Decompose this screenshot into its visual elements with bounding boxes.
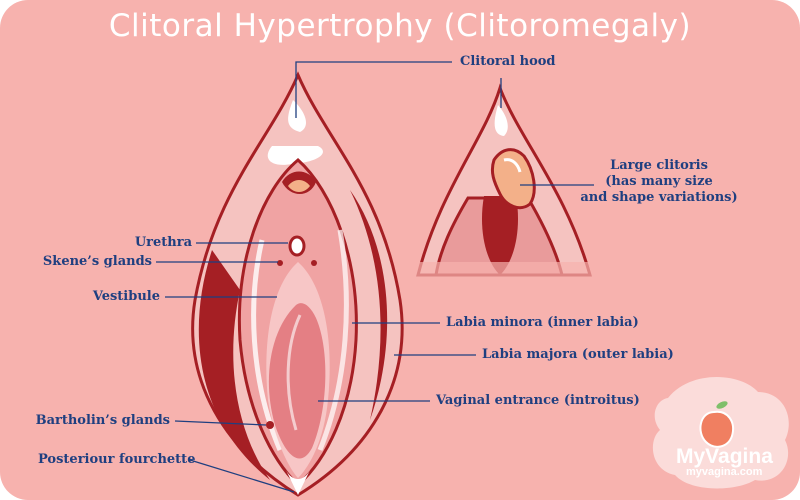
label-labia-minora: Labia minora (inner labia) xyxy=(446,315,639,330)
logo-name: MyVagina xyxy=(676,445,773,468)
label-labia-majora: Labia majora (outer labia) xyxy=(482,347,674,362)
introitus-highlight xyxy=(286,314,302,431)
hood-highlight xyxy=(288,100,306,132)
label-bartholins-glands: Bartholin’s glands xyxy=(35,413,170,428)
line-bartholins-glands xyxy=(174,420,267,426)
myvagina-logo xyxy=(652,376,789,489)
inset-hood-highlight xyxy=(494,105,508,136)
label-vestibule: Vestibule xyxy=(92,289,160,304)
inset-illustration xyxy=(410,83,600,292)
main-vulva-illustration xyxy=(191,71,404,497)
label-large-clitoris-line2: (has many size xyxy=(605,174,713,189)
posterior-fourchette-shape xyxy=(286,470,310,495)
inner-right-edge xyxy=(317,229,349,451)
label-large-clitoris-line3: and shape variations) xyxy=(580,190,738,205)
bartholins-gland-dot xyxy=(266,421,274,429)
label-large-clitoris: Large clitoris (has many size and shape … xyxy=(574,158,744,206)
inset-dark-core xyxy=(481,196,519,275)
clitoris-glans xyxy=(288,180,310,192)
label-clitoral-hood: Clitoral hood xyxy=(460,54,556,69)
peach-leaf-icon xyxy=(716,401,728,409)
inset-fade xyxy=(410,262,600,292)
label-posterior-fourchette: Posteriour fourchette xyxy=(38,452,196,467)
label-skenes-glands: Skene’s glands xyxy=(42,254,152,269)
peach-icon xyxy=(699,410,734,448)
line-clitoral-hood-main xyxy=(295,61,452,118)
right-outer-fold xyxy=(350,190,388,420)
vaginal-entrance-shape xyxy=(268,303,326,459)
left-outer-fold xyxy=(198,250,270,480)
label-large-clitoris-line1: Large clitoris xyxy=(610,158,708,173)
diagram-title: Clitoral Hypertrophy (Clitoromegaly) xyxy=(108,8,692,44)
line-posterior-fourchette xyxy=(189,459,295,493)
logo-url: myvagina.com xyxy=(686,466,763,478)
inset-clitoris-highlight xyxy=(503,158,522,173)
skenes-gland-dot xyxy=(277,260,283,266)
label-urethra: Urethra xyxy=(134,235,192,250)
leader-lines xyxy=(156,61,594,493)
inset-large-clitoris xyxy=(490,148,536,210)
hood-highlight-lower xyxy=(267,146,323,165)
skenes-gland-dot-right xyxy=(311,260,317,266)
urethra-opening xyxy=(288,235,306,257)
label-vaginal-entrance: Vaginal entrance (introitus) xyxy=(436,393,640,408)
